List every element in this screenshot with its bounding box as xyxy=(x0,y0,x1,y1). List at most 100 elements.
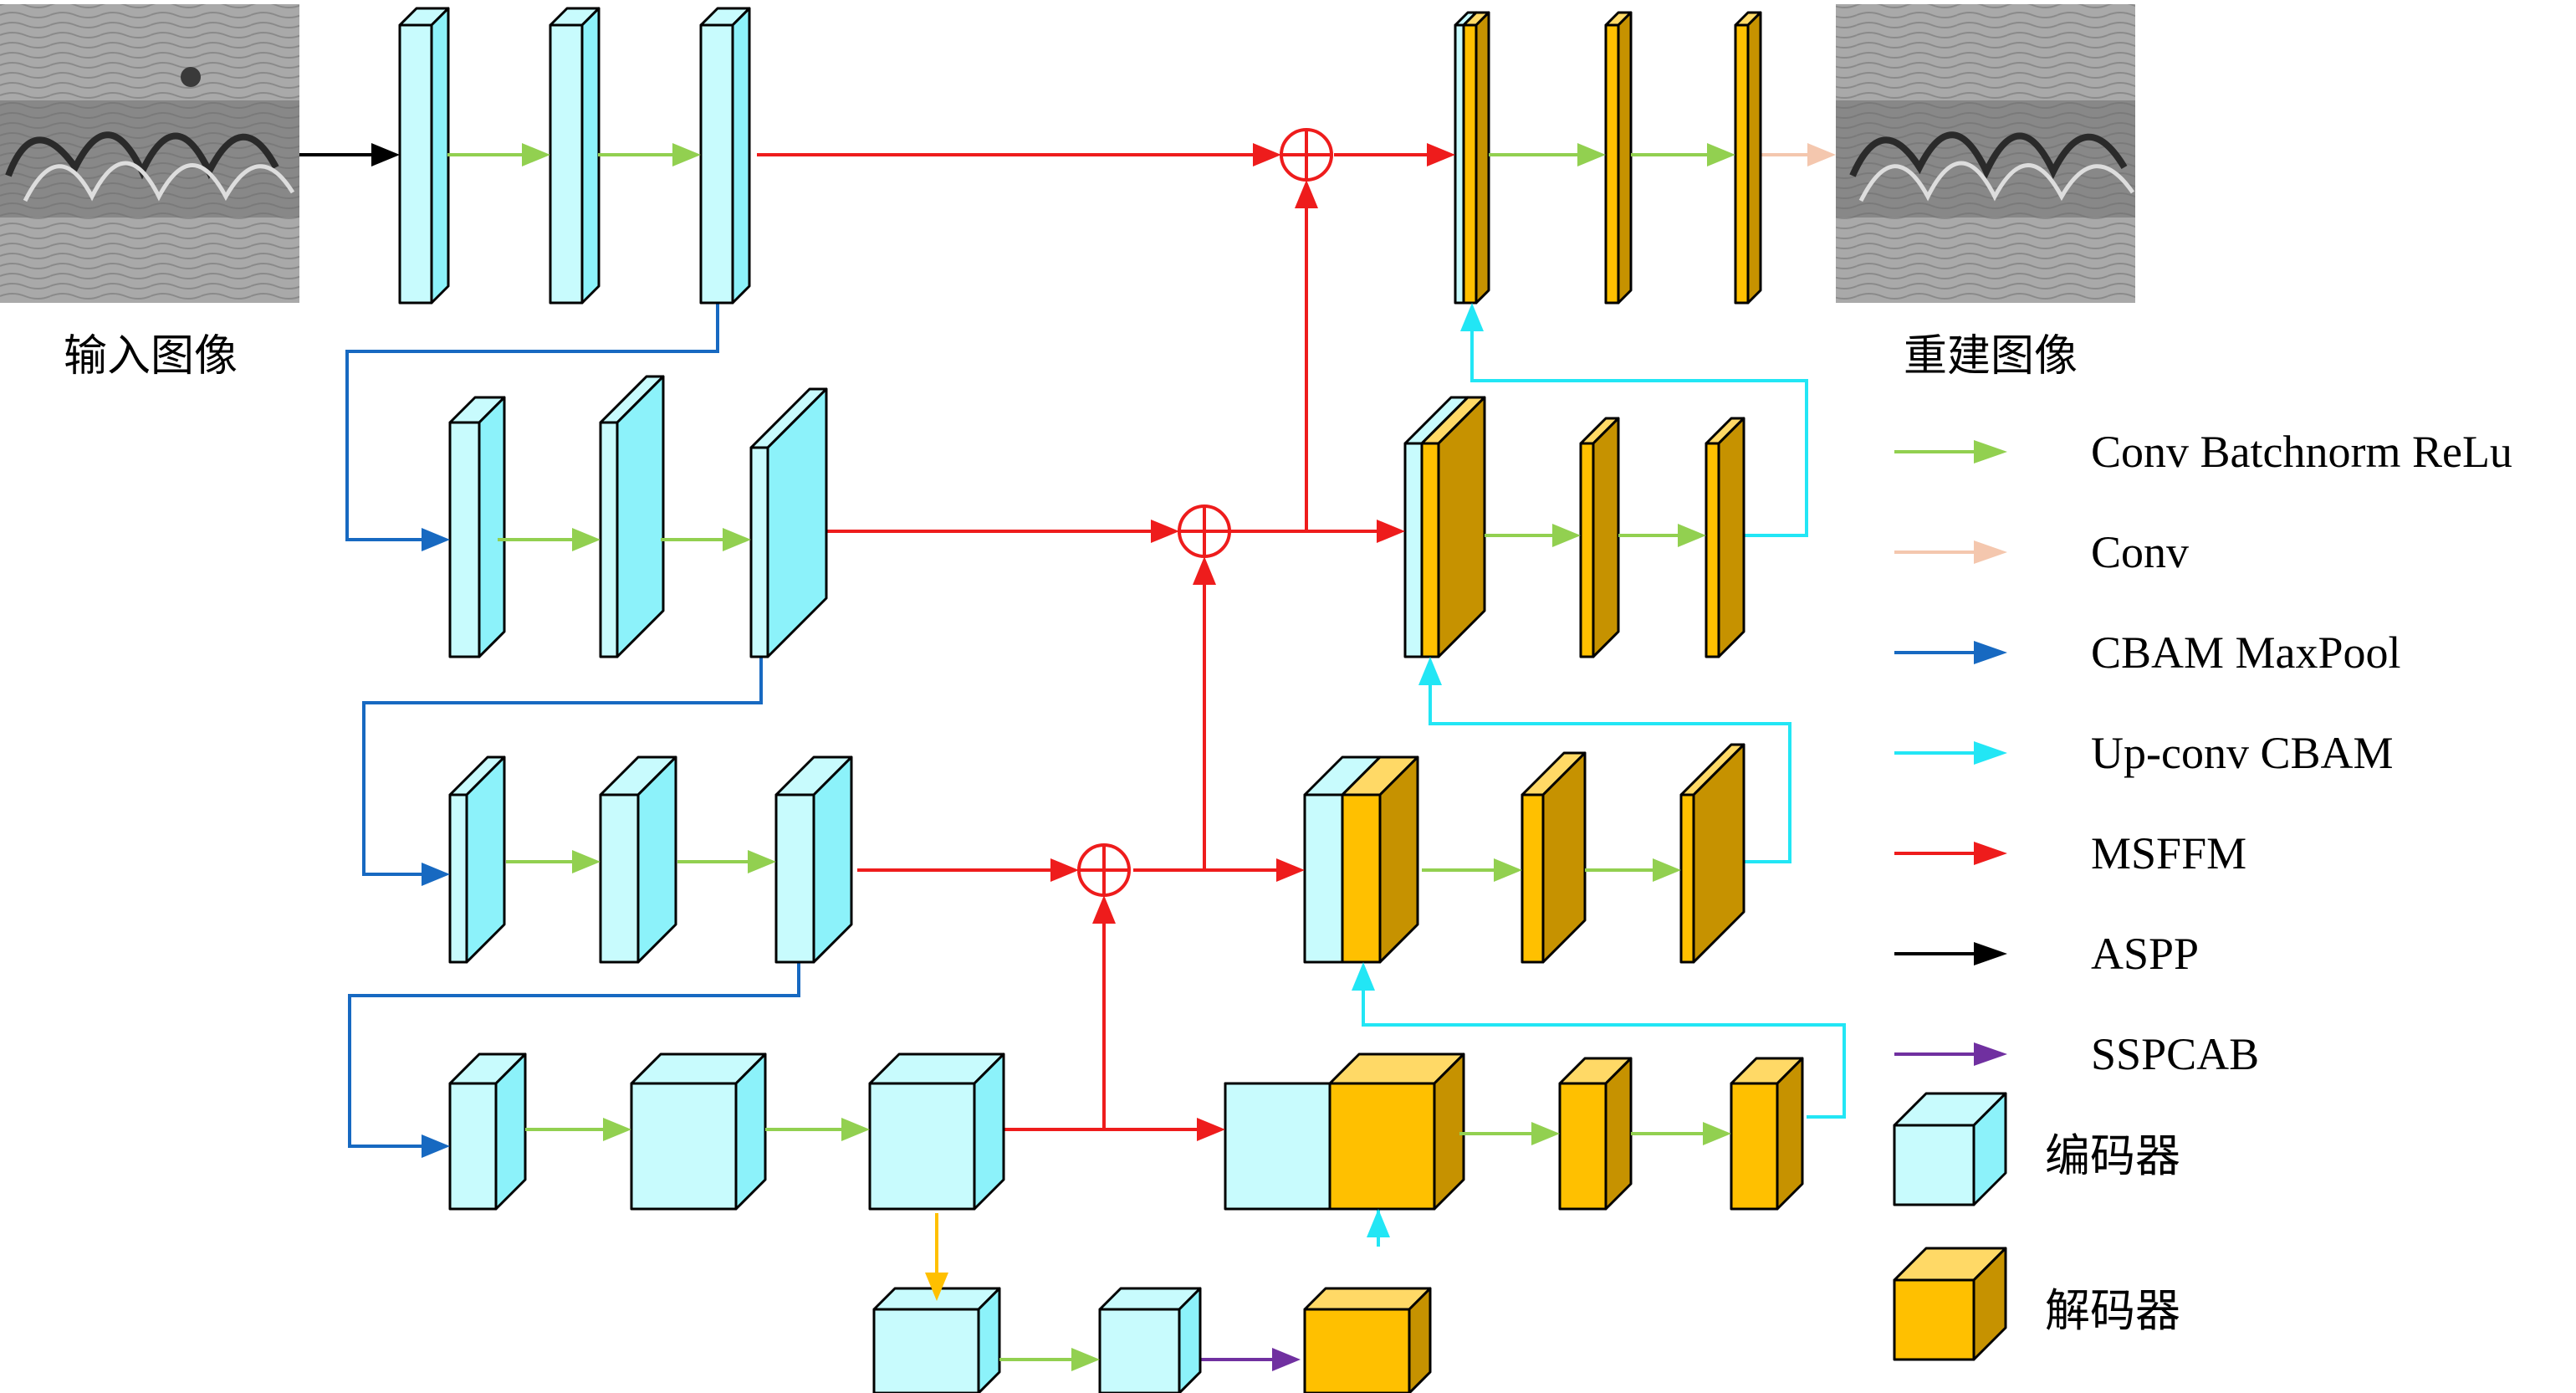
dec-2-3 xyxy=(1705,417,1745,658)
enc-4-3 xyxy=(868,1052,1005,1211)
sum-nodes xyxy=(1077,128,1333,897)
dec-3-1 xyxy=(1341,755,1419,964)
maxpool-head-2 xyxy=(401,863,450,886)
msffm-head-4 xyxy=(1163,1118,1225,1141)
reconstructed-image-label: 重建图像 xyxy=(1904,331,2078,382)
legend-item-upconv_cbam: Up-conv CBAM xyxy=(1894,728,2394,778)
legend-label-aspp: ASPP xyxy=(2091,929,2199,979)
enc-1-3 xyxy=(699,7,751,305)
msffm-head-1b xyxy=(1388,143,1455,166)
conv-3a xyxy=(506,850,601,873)
bottleneck-down-head xyxy=(925,1255,948,1301)
conv-4b xyxy=(765,1118,870,1141)
upconv-head-1 xyxy=(1367,1209,1390,1247)
dec-1-3 xyxy=(1734,11,1762,305)
legend-arrow-conv xyxy=(1894,540,2007,564)
enc-4-1 xyxy=(448,1052,527,1211)
legend-arrow-msffm xyxy=(1894,842,2007,865)
enc-2-2 xyxy=(599,375,665,658)
aspp-head xyxy=(335,143,400,166)
msffm-head-2b xyxy=(1338,520,1405,543)
legend-label-msffm: MSFFM xyxy=(2091,828,2246,878)
msffm-head-2 xyxy=(1112,520,1179,543)
conv-d1a xyxy=(1489,143,1606,166)
conv-4a xyxy=(525,1118,631,1141)
decoder-legend-label: 解码器 xyxy=(2045,1284,2180,1337)
conv-d2b xyxy=(1618,524,1706,547)
enc-2-1 xyxy=(448,396,506,658)
msffm-up-1 xyxy=(1092,895,1116,937)
conv-2b xyxy=(661,528,751,551)
conv-1b xyxy=(598,143,701,166)
conv-d4b xyxy=(1631,1122,1731,1145)
msffm-head-3 xyxy=(1025,858,1079,882)
sspcab-head xyxy=(1229,1348,1301,1371)
enc-4-2 xyxy=(630,1052,767,1211)
legend-item-conv_bn_relu: Conv Batchnorm ReLu xyxy=(1894,427,2512,477)
enc-3-2 xyxy=(599,755,677,964)
upconv-path-2 xyxy=(1362,983,1846,1119)
maxpool-path-1 xyxy=(345,303,719,541)
dec-4-3 xyxy=(1730,1057,1804,1211)
dec-2-1 xyxy=(1420,396,1486,658)
bottleneck-dec xyxy=(1303,1287,1432,1393)
legend-label-cbam_maxpool: CBAM MaxPool xyxy=(2091,627,2401,678)
legend-arrow-cbam_maxpool xyxy=(1894,641,2007,664)
upconv-head-2 xyxy=(1352,962,1375,1004)
legend-label-upconv_cbam: Up-conv CBAM xyxy=(2091,728,2394,778)
dec-2-2 xyxy=(1579,417,1620,658)
dec-4-enc-part xyxy=(1224,1082,1331,1211)
final-conv-head xyxy=(1773,143,1836,166)
legend-item-aspp: ASPP xyxy=(1894,929,2199,979)
legend-label-conv_bn_relu: Conv Batchnorm ReLu xyxy=(2091,427,2512,477)
legend-arrow-sspcab xyxy=(1894,1042,2007,1066)
conv-3b xyxy=(677,850,776,873)
legend-item-conv: Conv xyxy=(1894,527,2189,577)
legend-arrow-aspp xyxy=(1894,942,2007,965)
enc-3-3 xyxy=(774,755,853,964)
legend-label-conv: Conv xyxy=(2091,527,2189,577)
msffm-head-1 xyxy=(1213,143,1281,166)
reconstructed-weld-image xyxy=(1836,4,2135,303)
enc-1-2 xyxy=(549,7,601,305)
legend-decoder-swatch xyxy=(1893,1247,2007,1361)
conv-b1 xyxy=(999,1348,1100,1371)
arrowheads-layer xyxy=(335,143,1836,1371)
conv-d2a xyxy=(1485,524,1581,547)
input-image-label: 输入图像 xyxy=(64,331,238,382)
conv-d1b xyxy=(1631,143,1735,166)
maxpool-head-3 xyxy=(401,1134,450,1158)
conv-1a xyxy=(447,143,550,166)
upconv-path-4 xyxy=(1470,322,1808,537)
legend-label-sspcab: SSPCAB xyxy=(2091,1029,2259,1079)
legend-item-msffm: MSFFM xyxy=(1894,828,2246,878)
legend-item-sspcab: SSPCAB xyxy=(1894,1029,2259,1079)
conv-d3a xyxy=(1422,858,1522,882)
encoder-legend-label: 编码器 xyxy=(2045,1129,2180,1182)
enc-2-3 xyxy=(749,387,828,658)
msffm-head-3b xyxy=(1238,858,1305,882)
bottleneck-enc-1 xyxy=(872,1287,1001,1393)
dec-3-2 xyxy=(1521,751,1587,964)
upconv-path-3 xyxy=(1429,673,1791,863)
maxpool-path-3 xyxy=(348,962,800,1148)
enc-3-1 xyxy=(448,755,506,964)
enc-1-1 xyxy=(398,7,450,305)
sum-node-3 xyxy=(1077,843,1131,897)
maxpool-head-1 xyxy=(401,528,450,551)
sum-node-2 xyxy=(1178,504,1231,558)
legend-item-cbam_maxpool: CBAM MaxPool xyxy=(1894,627,2401,678)
msffm-up-3 xyxy=(1295,180,1318,226)
dec-3-3 xyxy=(1679,743,1745,964)
msffm-up-2 xyxy=(1193,556,1216,602)
sum-node-1 xyxy=(1280,128,1333,182)
dec-1-2 xyxy=(1604,11,1633,305)
conv-d3b xyxy=(1585,858,1681,882)
input-weld-image xyxy=(0,4,299,303)
dec-4-2 xyxy=(1558,1057,1633,1211)
bottleneck-enc-2 xyxy=(1098,1287,1202,1393)
blocks-layer xyxy=(398,7,1804,1393)
legend-encoder-swatch xyxy=(1893,1092,2007,1206)
